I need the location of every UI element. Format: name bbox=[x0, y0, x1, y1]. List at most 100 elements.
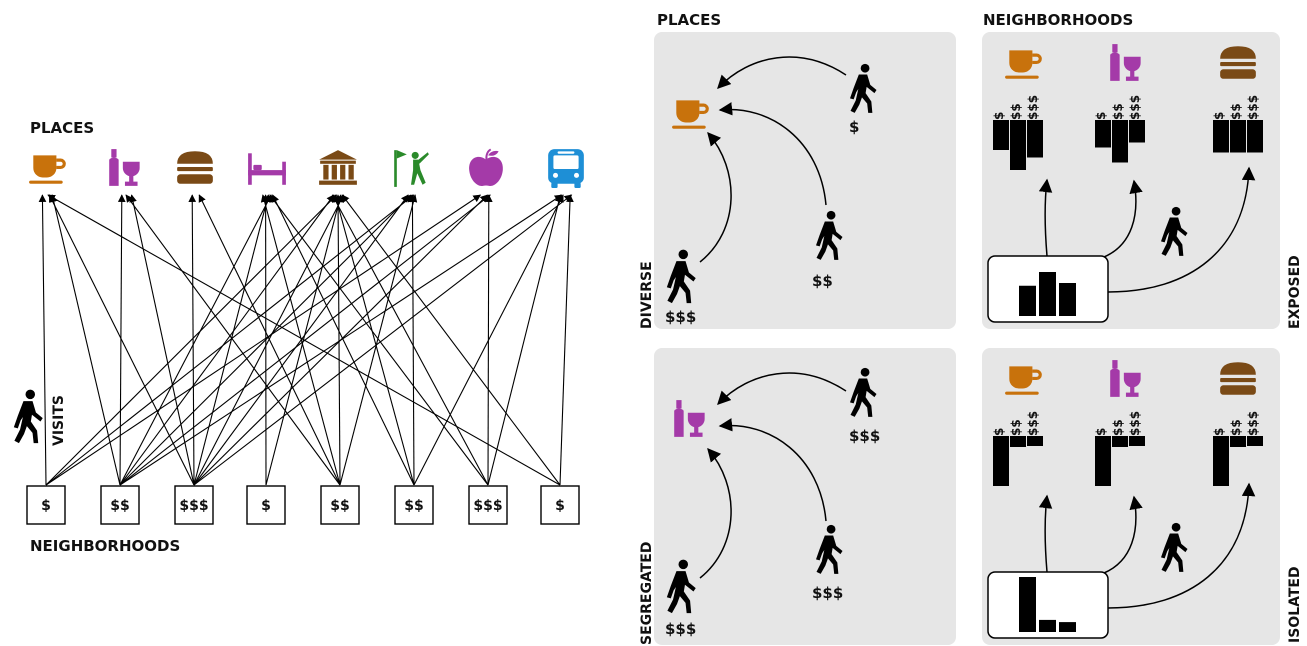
income-tick-label: $$$ bbox=[1246, 95, 1260, 120]
income-share-bar bbox=[993, 436, 1009, 486]
income-tick-label: $$ bbox=[1111, 103, 1125, 120]
income-tick-label: $ bbox=[1094, 428, 1108, 436]
visit-arrow bbox=[718, 418, 827, 522]
visit-edge bbox=[487, 194, 563, 486]
neighborhood-income-label: $$ bbox=[330, 498, 349, 514]
walker-income-label: $$$ bbox=[665, 620, 696, 638]
visit-edge bbox=[117, 194, 126, 486]
income-share-bar bbox=[1213, 436, 1229, 486]
income-share-bar bbox=[1230, 436, 1246, 447]
walker-icon bbox=[13, 389, 43, 444]
wine-icon bbox=[109, 149, 140, 186]
visit-edge bbox=[193, 194, 271, 486]
side-label-exposed: EXPOSED bbox=[1287, 255, 1303, 329]
histogram-bar bbox=[1059, 622, 1076, 632]
neighborhood-income-label: $$ bbox=[110, 498, 129, 514]
neighborhood-boxes: $$$$$$$$$$$$$$$ bbox=[26, 485, 580, 525]
income-tick-label: $$$ bbox=[1128, 411, 1142, 436]
histogram-bar bbox=[1019, 285, 1036, 316]
visit-arrow bbox=[1038, 178, 1053, 257]
burger-icon bbox=[1220, 46, 1256, 79]
walker-income-label: $$$ bbox=[665, 308, 696, 326]
income-share-bar bbox=[1129, 436, 1145, 446]
visit-edge bbox=[119, 194, 335, 486]
visit-edge bbox=[193, 194, 488, 486]
visit-arrow bbox=[699, 131, 732, 263]
walker-income-label: $$$ bbox=[849, 427, 880, 445]
visit-edges bbox=[38, 194, 574, 486]
visit-edge bbox=[341, 194, 561, 486]
visit-edge bbox=[333, 194, 415, 486]
income-share-bar bbox=[1247, 120, 1263, 153]
visit-edge bbox=[125, 194, 341, 486]
visit-edge bbox=[38, 194, 47, 486]
visit-edge bbox=[198, 194, 341, 486]
income-share-bar bbox=[1129, 120, 1145, 143]
visit-edge bbox=[48, 194, 195, 486]
income-share-bar bbox=[1230, 120, 1246, 153]
visit-edge bbox=[269, 194, 489, 486]
neighborhoods-column-header: NEIGHBORHOODS bbox=[983, 11, 1133, 29]
place-icons bbox=[29, 148, 584, 188]
neighborhood-node: $$$ bbox=[174, 485, 214, 525]
neighborhood-box bbox=[540, 485, 580, 525]
places-column-header: PLACES bbox=[657, 11, 721, 29]
income-share-bar bbox=[1095, 436, 1111, 486]
panel-segregated-places bbox=[654, 348, 956, 645]
visit-edge bbox=[45, 194, 338, 486]
income-tick-label: $$$ bbox=[1026, 411, 1040, 436]
income-tick-label: $ bbox=[1212, 428, 1226, 436]
visit-edge bbox=[50, 194, 121, 486]
histogram-bar bbox=[1059, 283, 1076, 316]
income-share-bar bbox=[1027, 120, 1043, 158]
income-share-bar bbox=[1027, 436, 1043, 446]
neighborhood-box bbox=[246, 485, 286, 525]
walker-income-label: $$$ bbox=[812, 584, 843, 602]
visit-edge bbox=[45, 194, 482, 486]
income-share-bar bbox=[1112, 120, 1128, 163]
histogram-bar bbox=[1019, 577, 1036, 632]
visits-legend: VISITS bbox=[13, 389, 67, 446]
neighborhood-box bbox=[394, 485, 434, 525]
income-share-bar bbox=[1213, 120, 1229, 153]
income-tick-label: $$ bbox=[1111, 419, 1125, 436]
row-label-segregated: SEGREGATED bbox=[639, 542, 655, 645]
neighborhood-box bbox=[26, 485, 66, 525]
visit-edge bbox=[331, 194, 489, 486]
income-tick-label: $$ bbox=[1229, 103, 1243, 120]
neighborhood-node: $ bbox=[540, 485, 580, 525]
income-share-bar bbox=[1010, 120, 1026, 170]
places-heading: PLACES bbox=[30, 119, 94, 137]
neighborhood-node: $$ bbox=[394, 485, 434, 525]
visit-edge bbox=[408, 194, 417, 486]
income-tick-label: $$$ bbox=[1128, 95, 1142, 120]
visit-arrow bbox=[1107, 166, 1256, 293]
isolated-neighborhood-scene: $$$$$$$$$$$$$$$$$$ bbox=[987, 360, 1263, 639]
neighborhoods-heading: NEIGHBORHOODS bbox=[30, 537, 180, 555]
visit-edge bbox=[193, 194, 345, 486]
neighborhood-box bbox=[100, 485, 140, 525]
home-neighborhood-box bbox=[987, 571, 1109, 639]
neighborhood-node: $ bbox=[26, 485, 66, 525]
visit-arrow bbox=[717, 56, 847, 89]
panel-diverse-places bbox=[654, 32, 956, 329]
income-tick-label: $ bbox=[1212, 112, 1226, 120]
diverse-places-scene: $ $$ $$$ bbox=[665, 56, 877, 326]
bipartite-network: PLACES NEIGHBORHOODS VISITS $$$$$$$$$$$$… bbox=[13, 119, 584, 555]
apple-icon bbox=[469, 148, 503, 186]
visit-edge bbox=[484, 194, 493, 486]
income-tick-label: $$ bbox=[1229, 419, 1243, 436]
visit-edge bbox=[260, 194, 341, 486]
income-share-bar bbox=[1112, 436, 1128, 447]
income-share-bar bbox=[1095, 120, 1111, 148]
neighborhood-income-label: $$ bbox=[404, 498, 423, 514]
neighborhood-box bbox=[174, 485, 214, 525]
visit-arrow bbox=[718, 102, 827, 206]
visit-edge bbox=[559, 194, 574, 486]
visit-edge bbox=[193, 194, 573, 486]
neighborhood-income-label: $ bbox=[261, 498, 271, 514]
bus-icon bbox=[548, 149, 584, 188]
burger-icon bbox=[177, 151, 213, 184]
visit-edge bbox=[188, 194, 197, 486]
